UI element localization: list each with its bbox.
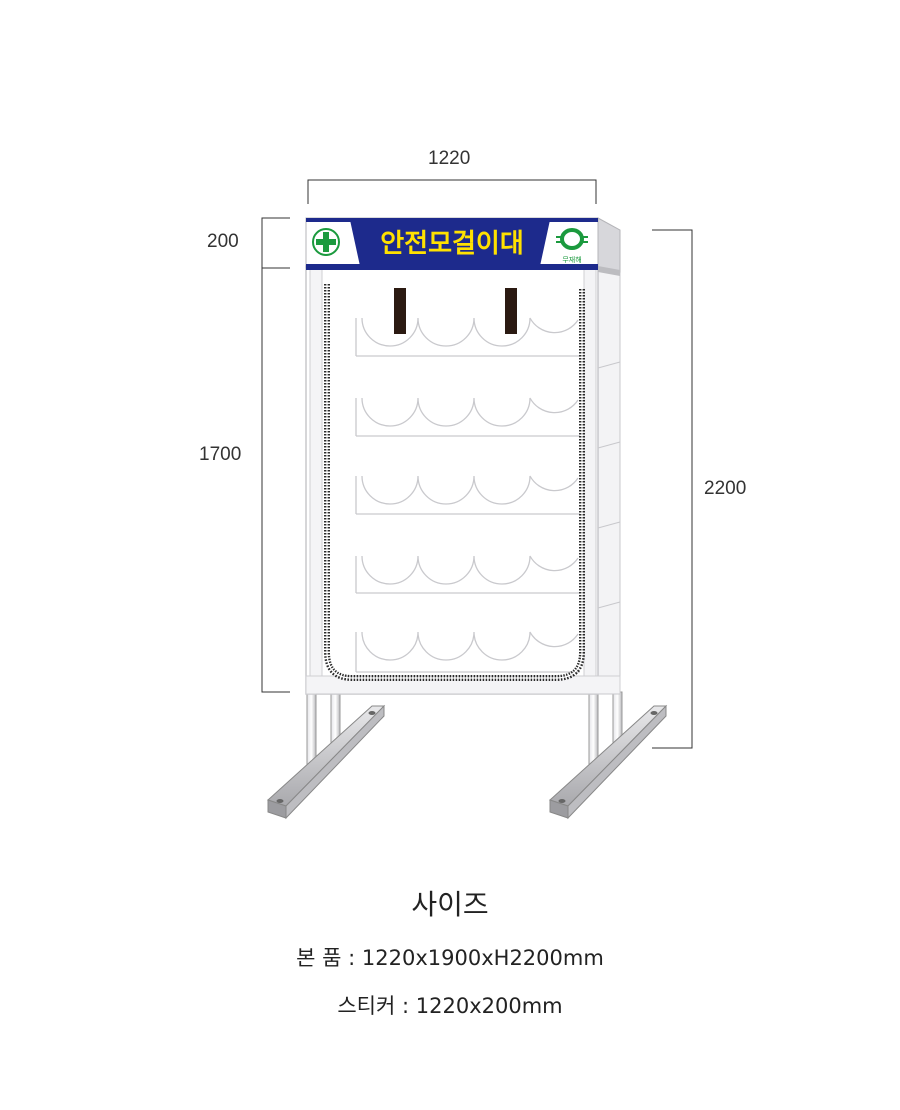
helmet-shelves	[355, 317, 580, 673]
body-height-label: 1700	[199, 444, 242, 465]
width-label: 1220	[428, 148, 471, 169]
strap-right	[505, 288, 517, 334]
rear-frame	[595, 267, 621, 694]
left-foot	[267, 704, 386, 820]
product-diagram: 안전모걸이대 무재해 1220 200 1700 2200	[199, 148, 747, 820]
spec-sticker: 스티커 : 1220x200mm	[337, 994, 563, 1018]
total-height-label: 2200	[704, 478, 747, 499]
zero-accident-icon	[556, 228, 588, 250]
sticker-height-dimension-line	[261, 217, 290, 269]
body-height-dimension-line	[261, 267, 290, 693]
sticker-height-label: 200	[207, 231, 239, 252]
size-heading: 사이즈	[411, 888, 489, 921]
front-frame	[305, 265, 621, 695]
strap-left	[394, 288, 406, 334]
total-height-dimension-line	[652, 229, 693, 749]
helmet-rack-drawing: 안전모걸이대 무재해	[261, 179, 693, 820]
size-caption: 사이즈 본 품 : 1220x1900xH2200mm 스티커 : 1220x2…	[0, 880, 900, 1026]
width-dimension-line	[307, 179, 597, 204]
safety-cross-icon	[312, 228, 340, 256]
sign-box	[305, 217, 621, 276]
right-emblem-text: 무재해	[562, 255, 581, 264]
sign-title: 안전모걸이대	[380, 229, 524, 259]
spec-body: 본 품 : 1220x1900xH2200mm	[296, 946, 604, 970]
right-foot	[549, 704, 668, 820]
sign-banner	[350, 220, 550, 266]
